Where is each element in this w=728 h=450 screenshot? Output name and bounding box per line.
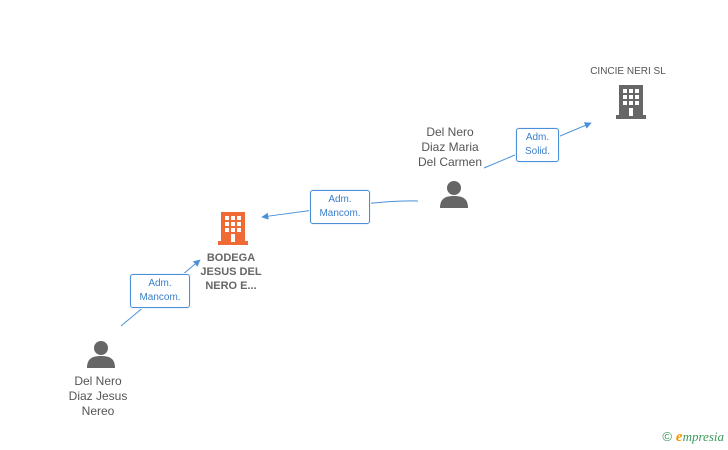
edge-label-line: Adm. [328,194,352,205]
edge-label-adm-mancom[interactable]: Adm. Mancom. [310,190,370,224]
building-icon[interactable] [218,212,248,245]
label-line: NERO E... [205,280,257,292]
node-label-maria[interactable]: Del Nero Diaz Maria Del Carmen [405,125,495,170]
edge-label-adm-mancom[interactable]: Adm. Mancom. [130,274,190,308]
building-icon[interactable] [616,85,646,119]
brand-initial: e [675,429,683,445]
label-line: Nereo [81,404,115,418]
edge-label-line: Solid. [524,146,550,157]
edge-label-adm-solid[interactable]: Adm. Solid. [516,128,559,162]
label-line: BODEGA [206,252,256,264]
label-line: Del Carmen [417,155,483,169]
node-label-cincie[interactable]: CINCIE NERI SL [580,66,676,78]
node-label-bodega[interactable]: BODEGA JESUS DEL NERO E... [186,251,276,293]
edge-label-line: Mancom. [139,292,181,303]
node-label-jesus[interactable]: Del Nero Diaz Jesus Nereo [53,374,143,419]
person-icon[interactable] [87,341,115,368]
copyright-symbol: © [662,429,672,444]
label-line: Del Nero [74,374,122,388]
person-icon[interactable] [440,181,468,208]
label-line: Diaz Jesus [68,389,128,403]
edge-label-line: Mancom. [319,208,361,219]
empresia-logo[interactable]: ©empresia [662,429,724,446]
brand-name: mpresia [682,429,724,444]
label-line: Del Nero [426,125,474,139]
label-line: Diaz Maria [421,140,479,154]
label-line: CINCIE NERI SL [590,66,666,77]
edge-label-line: Adm. [525,132,550,143]
label-line: JESUS DEL [200,266,262,278]
edge-label-line: Adm. [148,278,172,289]
